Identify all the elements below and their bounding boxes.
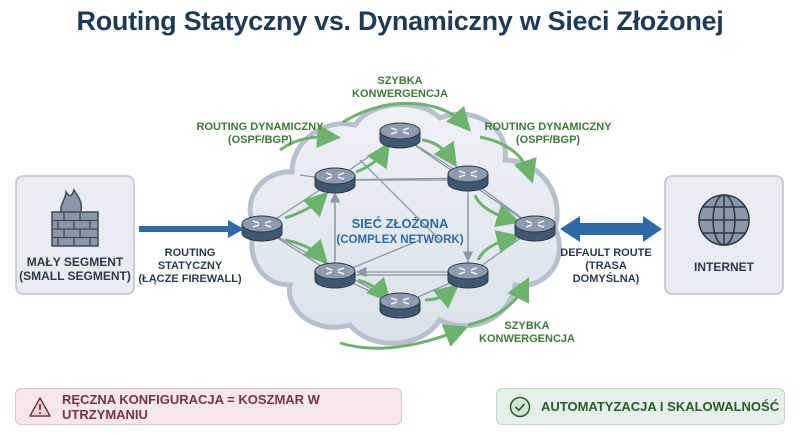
internet-node: INTERNET: [664, 175, 784, 295]
fast-convergence-top-label-2: KONWERGENCJA: [352, 88, 448, 100]
dynamic-routing-right-sublabel: (OSPF/BGP): [516, 134, 581, 146]
static-routing-label-2: STATYCZNY: [158, 260, 223, 272]
complex-network-label: SIEĆ ZŁOŻONA: [352, 216, 449, 231]
small-segment-node: MAŁY SEGMENT (SMALL SEGMENT): [15, 175, 135, 295]
static-routing-label: ROUTING: [165, 247, 216, 259]
default-route-label: DEFAULT ROUTE: [560, 247, 651, 259]
firewall-icon: [51, 188, 99, 247]
warning-icon: [28, 396, 52, 418]
small-segment-sublabel: (SMALL SEGMENT): [19, 269, 131, 283]
router-icon: [314, 262, 356, 289]
fast-convergence-bottom-label: SZYBKA: [504, 320, 549, 332]
router-icon: [241, 215, 283, 242]
fast-convergence-top-label: SZYBKA: [377, 75, 422, 87]
dynamic-routing-left-sublabel: (OSPF/BGP): [228, 134, 293, 146]
default-route-label-2: (TRASA: [585, 260, 627, 272]
warning-text: RĘCZNA KONFIGURACJA = KOSZMAR W UTRZYMAN…: [62, 391, 320, 422]
router-icon: [379, 292, 421, 319]
router-icon: [514, 215, 556, 242]
router-icon: [447, 262, 489, 289]
success-text: AUTOMATYZACJA I SKALOWALNOŚĆ: [541, 399, 780, 414]
router-icon: [379, 122, 421, 149]
default-route-label-3: DOMYŚLNA): [573, 272, 640, 285]
fast-convergence-bottom-label-2: KONWERGENCJA: [479, 333, 575, 345]
static-routing-label-3: (ŁĄCZE FIREWALL): [138, 273, 242, 285]
success-banner: AUTOMATYZACJA I SKALOWALNOŚĆ: [496, 388, 785, 425]
router-icon: [314, 167, 356, 194]
warning-banner: RĘCZNA KONFIGURACJA = KOSZMAR W UTRZYMAN…: [15, 388, 402, 425]
check-circle-icon: [509, 396, 531, 418]
default-route-arrow: [560, 216, 662, 242]
static-route-arrow: [139, 220, 244, 238]
internet-label: INTERNET: [694, 260, 755, 274]
globe-icon: [698, 194, 750, 246]
complex-network-sublabel: (COMPLEX NETWORK): [336, 234, 463, 246]
page-title: Routing Statyczny vs. Dynamiczny w Sieci…: [76, 6, 724, 36]
router-icon: [447, 165, 489, 192]
small-segment-label: MAŁY SEGMENT: [27, 255, 124, 269]
dynamic-routing-arrows: [279, 101, 537, 350]
dynamic-routing-left-label: ROUTING DYNAMICZNY: [196, 121, 324, 133]
dynamic-routing-right-label: ROUTING DYNAMICZNY: [484, 121, 612, 133]
